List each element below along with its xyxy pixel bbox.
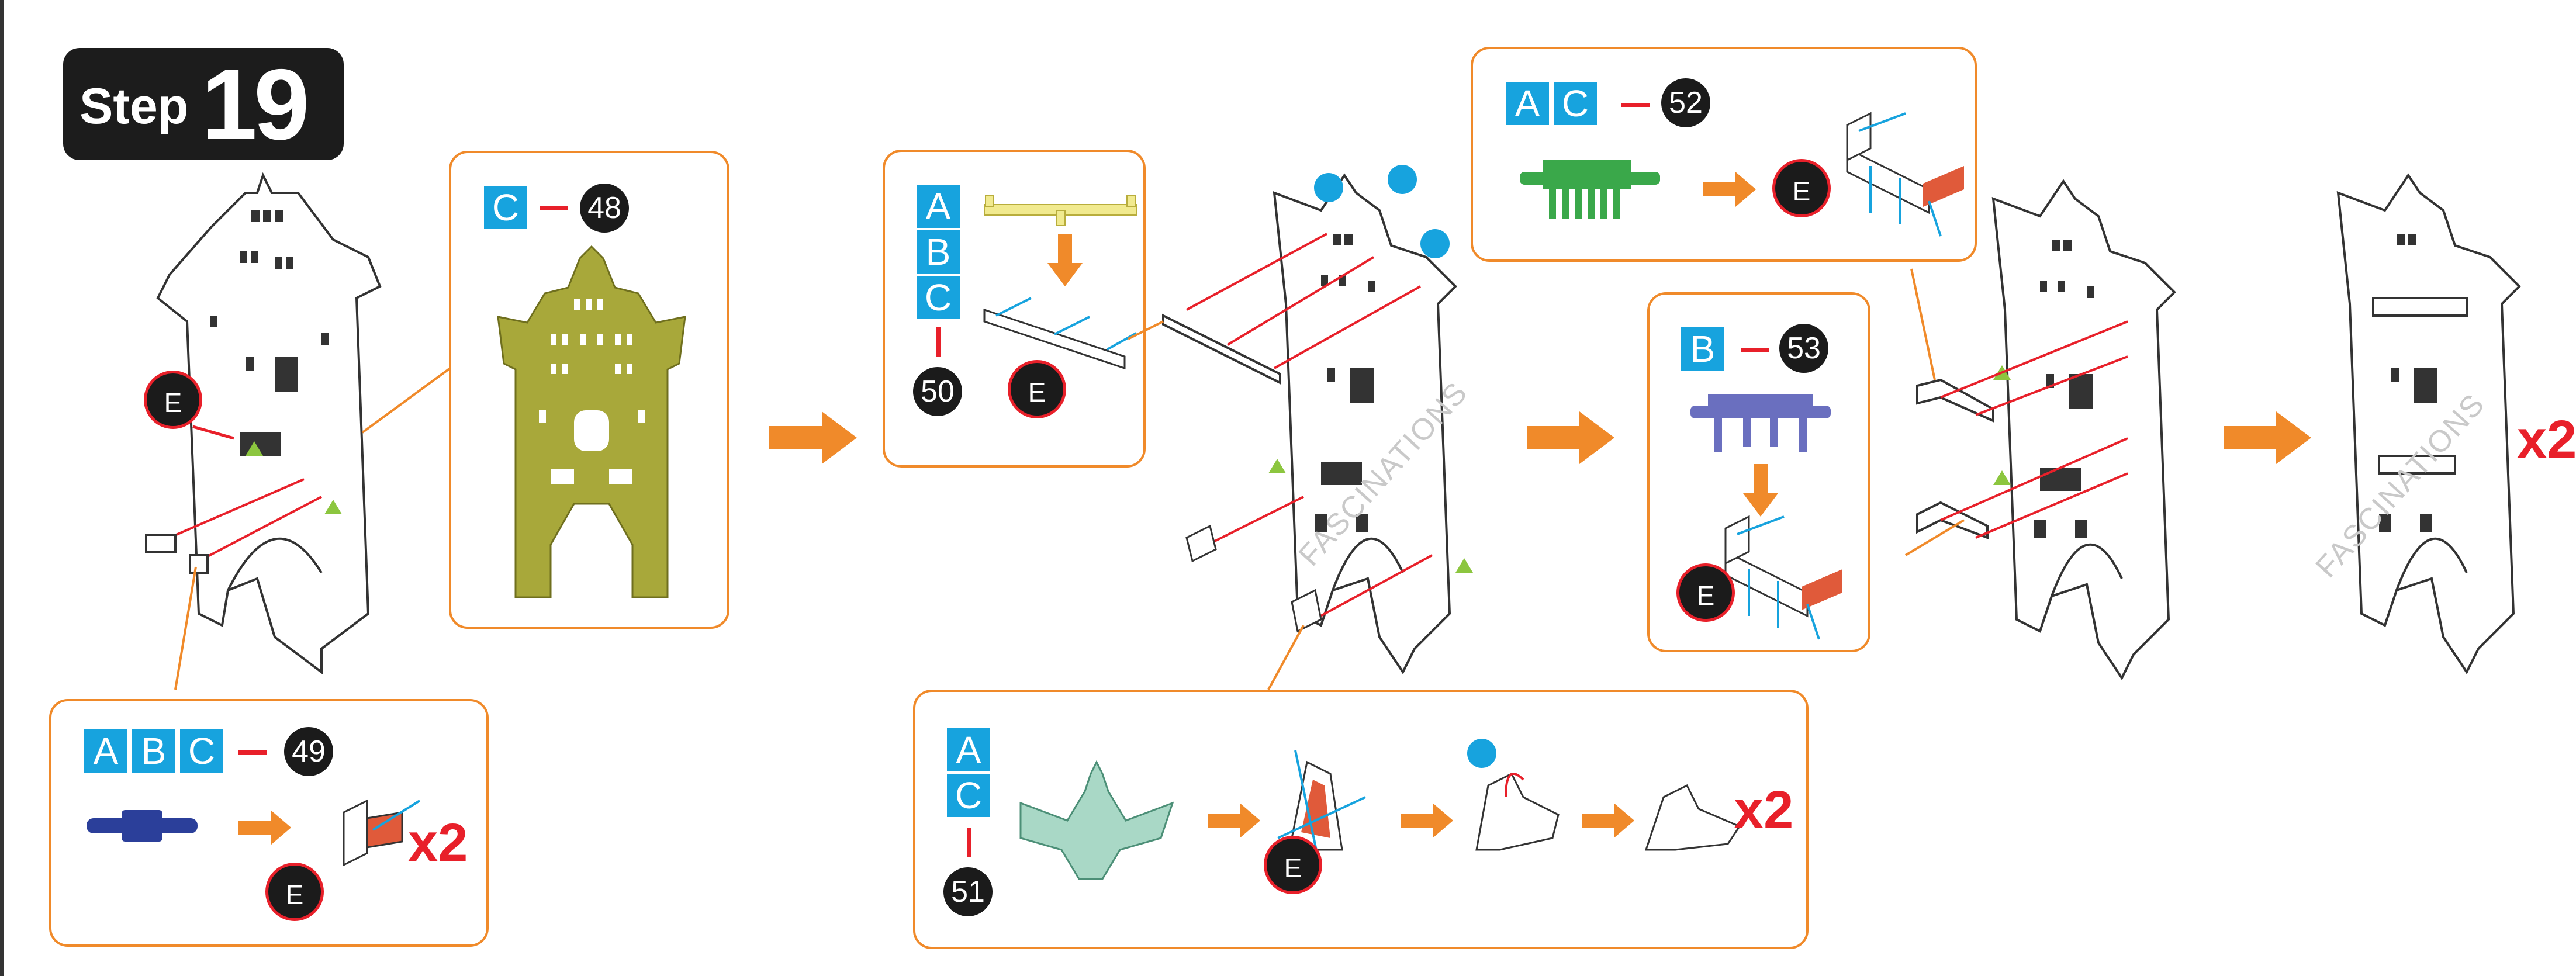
multiplier-x2-51: x2 (1734, 780, 1794, 840)
blue-dot-marker (1314, 173, 1343, 202)
arrow-icon (1208, 803, 1260, 838)
dash (936, 327, 941, 357)
part-52-folded (1846, 112, 1964, 237)
arrow-icon (1582, 803, 1634, 838)
letter-c-badge: C (1554, 82, 1597, 125)
dash (1741, 348, 1769, 352)
part-53-shape (1690, 394, 1831, 452)
part-52-shape (1520, 160, 1660, 219)
tower-1-assembly-arrows (145, 441, 342, 690)
left-frame-edge (0, 0, 4, 976)
process-arrow-1 (769, 411, 857, 464)
part-51-done (1644, 784, 1741, 851)
callout-part-48: C 48 (449, 151, 729, 629)
tower-1-illustration (156, 172, 382, 674)
part-51-folding (1277, 750, 1366, 862)
letter-b-badge: B (132, 729, 175, 773)
part-50-folded (983, 297, 1137, 370)
dash (1621, 103, 1650, 107)
blue-dot-marker (1467, 739, 1496, 768)
tower-3-illustration (1991, 179, 2176, 680)
tower-2-illustration (1273, 173, 1457, 674)
blue-dot-marker (1388, 165, 1417, 194)
dash (967, 828, 971, 857)
arrow-icon (1401, 803, 1453, 838)
e-marker-52: E (1772, 159, 1831, 217)
letter-c-badge: C (917, 276, 960, 319)
arrow-icon (1743, 464, 1778, 517)
part-49-folded (343, 799, 421, 867)
tower-3-assembly-arrows (1904, 268, 2128, 556)
letter-b-badge: B (1681, 327, 1724, 371)
part-53-folded (1724, 515, 1842, 640)
callout-part-52: A C 52 E (1471, 47, 1977, 262)
letter-c-badge: C (180, 729, 223, 773)
part-50-shape (984, 195, 1137, 226)
step-badge: Step 19 (63, 48, 344, 160)
blue-dot-marker (1420, 229, 1450, 258)
step-word: Step (79, 78, 189, 134)
part-51-step3 (1475, 772, 1560, 851)
e-marker-49: E (265, 863, 324, 921)
letter-a-badge: A (84, 729, 127, 773)
letter-b-badge: B (917, 230, 960, 274)
letter-a-badge: A (917, 185, 960, 228)
callout-part-53: B 53 E (1647, 292, 1870, 652)
multiplier-x2-49: x2 (408, 813, 468, 873)
part-48-shape (497, 245, 686, 598)
arrow-icon (238, 810, 291, 845)
step-number: 19 (201, 49, 309, 161)
e-marker-53: E (1676, 563, 1735, 622)
tower-4-illustration (2336, 173, 2521, 674)
callout-part-49: A B C 49 x2 E (49, 699, 489, 947)
letter-a-badge: A (947, 728, 990, 771)
part-number-52: 52 (1661, 78, 1710, 127)
arrow-icon (1703, 172, 1756, 207)
part-number-48: 48 (580, 184, 629, 233)
process-arrow-2 (1527, 411, 1614, 464)
letter-a-badge: A (1506, 82, 1549, 125)
part-number-53: 53 (1779, 324, 1828, 373)
callout-part-51: A C 51 E x2 (913, 690, 1809, 949)
e-pointer-1 (192, 425, 234, 440)
arrow-icon (1047, 234, 1083, 286)
callout-part-50: A B C 50 E (883, 150, 1146, 468)
dash (238, 750, 267, 755)
part-number-49: 49 (284, 727, 333, 776)
letter-c-badge: C (484, 186, 527, 229)
tower-2-assembly-arrows (1128, 233, 1473, 690)
part-51-shape (1019, 760, 1174, 880)
callout-48-leader (361, 367, 451, 434)
final-multiplier-x2: x2 (2517, 410, 2576, 469)
letter-c-badge: C (947, 774, 990, 817)
dash (540, 206, 568, 210)
e-marker-51: E (1264, 836, 1322, 894)
e-marker-tower-1: E (144, 371, 202, 429)
part-number-50: 50 (913, 367, 962, 416)
part-49-shape (87, 810, 198, 842)
process-arrow-3 (2224, 411, 2311, 464)
part-number-51: 51 (943, 867, 993, 916)
e-marker-50: E (1008, 360, 1066, 418)
